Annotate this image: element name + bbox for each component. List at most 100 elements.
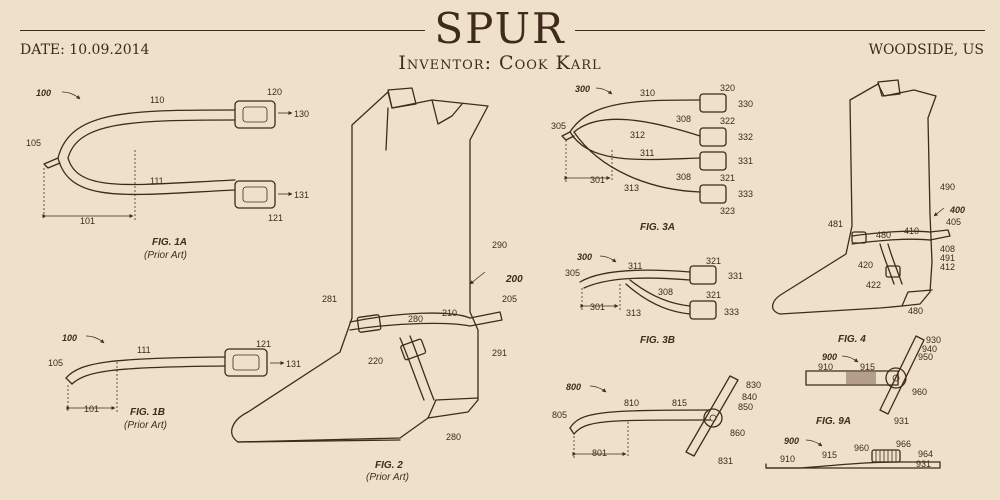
fig3b-label-311: 311: [628, 261, 642, 271]
fig9a-label-915: 915: [860, 362, 875, 372]
fig3b-buckle-2: [689, 300, 717, 320]
fig1a-label-131: 131: [294, 190, 309, 200]
fig3a-label-308: 308: [676, 114, 691, 124]
fig9b-label-960: 960: [854, 443, 869, 453]
fig3a-label-312: 312: [630, 130, 645, 140]
fig3b-label-305: 305: [565, 268, 580, 278]
fig4-label-410: 410: [904, 226, 919, 236]
fig4-label-408: 408: [940, 244, 955, 254]
fig1a-note: (Prior Art): [144, 250, 187, 261]
fig9b-label-964: 964: [918, 449, 933, 459]
fig3b-label-301: 301: [590, 302, 605, 312]
fig3a-label-310: 310: [640, 88, 655, 98]
fig4-label-480b: 480: [908, 306, 923, 316]
fig4-label-481: 481: [828, 219, 843, 229]
fig3a-label-333: 333: [738, 189, 753, 199]
fig4-label-405: 405: [946, 217, 961, 227]
fig2-upper-buckle: [356, 314, 382, 333]
fig-9b: 900 910 915 960 966 964 931: [765, 436, 941, 469]
fig3a-label-313: 313: [624, 183, 639, 193]
fig8-label-801: 801: [592, 448, 607, 458]
fig3a-label-308b: 308: [676, 172, 691, 182]
fig9a-label-930: 930: [926, 335, 941, 345]
fig1b-label-111: 111: [137, 345, 151, 355]
fig8-label-831: 831: [718, 456, 733, 466]
fig3a-buckle-4: [699, 184, 727, 204]
location-label: WOODSIDE, US: [868, 42, 984, 58]
fig1b-label-100: 100: [62, 333, 77, 343]
fig1a-label-121: 121: [268, 213, 283, 223]
fig-3a: 300 305 310 320 330 308 322 312 332 311 …: [551, 83, 753, 233]
fig1a-neck: [43, 157, 61, 169]
fig-4: 490 400 405 481 480 410 408 491 420 412 …: [772, 79, 965, 345]
fig9b-label-910: 910: [780, 454, 795, 464]
fig9a-label-960: 960: [912, 387, 927, 397]
fig2-lower-buckle: [400, 338, 427, 361]
fig9a-caption: FIG. 9A: [816, 416, 851, 427]
fig9a-label-910: 910: [818, 362, 833, 372]
fig3a-label-322: 322: [720, 116, 735, 126]
header-rule-left: [20, 30, 425, 31]
fig3a-label-330: 330: [738, 99, 753, 109]
fig3a-label-301: 301: [590, 175, 605, 185]
fig3b-label-308: 308: [658, 287, 673, 297]
fig-8: 800 805 810 815 830 840 850 860 801 831: [552, 375, 761, 466]
fig1a-lower-arm-inner: [67, 157, 236, 186]
fig2-heel: [427, 397, 479, 419]
fig4-boot-outline: [772, 83, 937, 315]
fig4-label-420: 420: [858, 260, 873, 270]
fig2-label-205: 205: [502, 294, 517, 304]
fig3a-buckle-2: [699, 127, 727, 147]
fig9b-label-900: 900: [784, 436, 799, 446]
fig9a-label-940: 940: [922, 344, 937, 354]
fig3b-label-333: 333: [724, 307, 739, 317]
fig9a-shaded-band: [846, 372, 876, 384]
fig1a-upper-buckle: [234, 100, 276, 129]
fig2-spur-arm: [349, 312, 471, 323]
fig-2: 290 200 205 281 280 210 220 291 280 FIG.…: [231, 87, 523, 483]
fig1b-caption: FIG. 1B: [130, 407, 165, 418]
fig8-label-815: 815: [672, 398, 687, 408]
fig9b-label-915: 915: [822, 450, 837, 460]
fig8-rowel: [703, 408, 723, 428]
fig3a-label-332: 332: [738, 132, 753, 142]
fig1b-label-101: 101: [84, 404, 99, 414]
fig1b-label-131: 131: [286, 359, 301, 369]
header-rule-right: [575, 30, 985, 31]
fig2-label-280: 280: [408, 314, 423, 324]
fig4-label-422: 422: [866, 280, 881, 290]
fig1a-lower-buckle: [234, 180, 276, 209]
fig1b-buckle: [224, 348, 268, 377]
fig1a-label-101: 101: [80, 216, 95, 226]
fig3a-label-321: 321: [720, 173, 735, 183]
fig1b-label-121: 121: [256, 339, 271, 349]
fig3b-buckle-1: [689, 265, 717, 285]
fig2-pull-strap: [387, 87, 417, 109]
fig-9a: 900 910 915 930 940 950 960 931 FIG. 9A: [805, 335, 941, 427]
fig3b-caption: FIG. 3B: [640, 335, 675, 346]
fig1b-note: (Prior Art): [124, 420, 167, 431]
fig3a-buckle-3: [699, 151, 727, 171]
fig4-label-491: 491: [940, 253, 955, 263]
page-title: SPUR: [434, 4, 566, 53]
fig2-note: (Prior Art): [366, 472, 409, 483]
fig9b-label-931: 931: [916, 459, 931, 469]
fig1a-caption: FIG. 1A: [152, 237, 187, 248]
fig3a-label-331: 331: [738, 156, 753, 166]
date-label: DATE: 10.09.2014: [20, 42, 150, 58]
fig3a-buckle-1: [699, 93, 727, 113]
fig-1a: 100 105 110 120 130 111 131 121 101 FIG.…: [26, 87, 309, 261]
fig3a-label-323: 323: [720, 206, 735, 216]
fig3b-label-300: 300: [577, 252, 592, 262]
fig2-caption: FIG. 2: [375, 460, 403, 471]
fig9a-label-950: 950: [918, 352, 933, 362]
fig1b-arm: [65, 356, 226, 379]
fig2-strap: [399, 335, 435, 401]
fig8-label-840: 840: [742, 392, 757, 402]
fig4-label-412: 412: [940, 262, 955, 272]
fig4-upper-buckle: [851, 231, 867, 244]
fig2-label-280b: 280: [446, 432, 461, 442]
fig1a-label-100: 100: [36, 88, 51, 98]
fig2-label-210: 210: [442, 308, 457, 318]
fig2-label-200: 200: [505, 274, 523, 285]
